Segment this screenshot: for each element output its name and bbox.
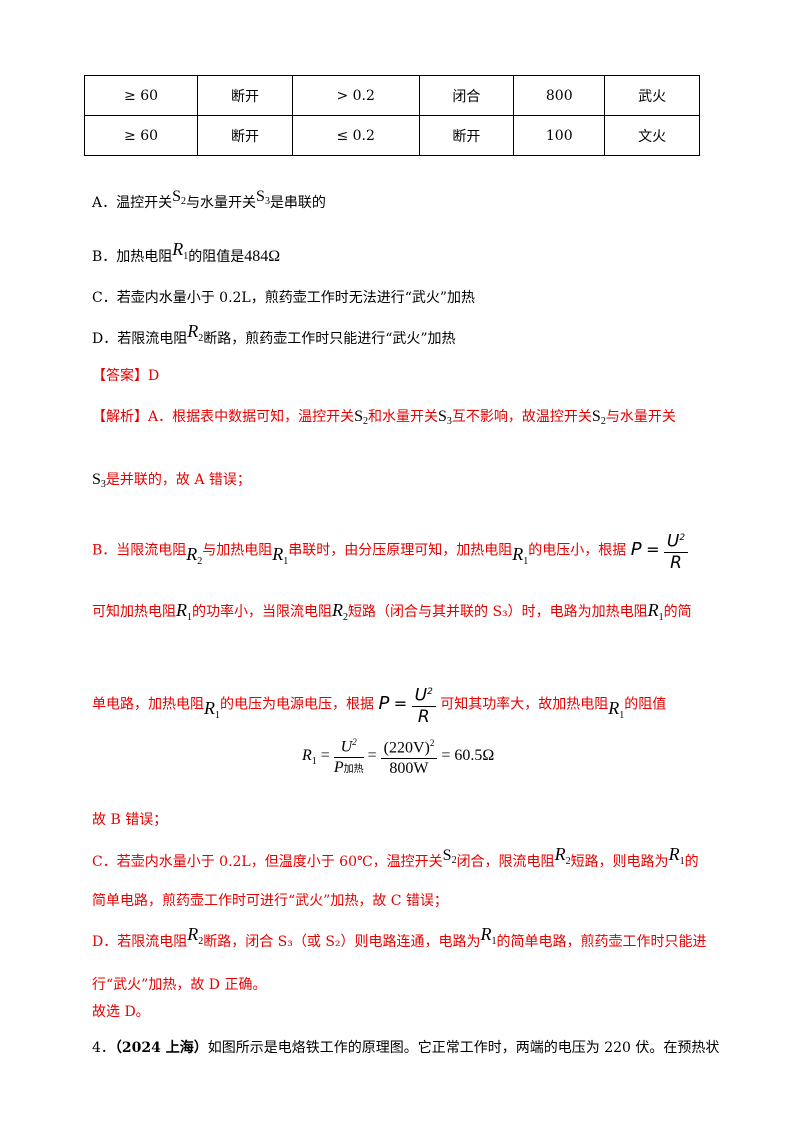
table-row: ≥ 60 断开 > 0.2 闭合 800 武火	[83, 75, 700, 116]
table-cell: ≥ 60	[83, 75, 199, 116]
next-question: 4．（2024 上海）如图所示是电烙铁工作的原理图。它正常工作时，两端的电压为 …	[92, 1040, 720, 1056]
symbol-s3: S3	[256, 188, 270, 207]
analysis-b-line4: 故 B 错误；	[92, 812, 168, 828]
option-a: A．温控开关S2与水量开关S3是串联的	[92, 188, 326, 211]
table-cell: 100	[513, 115, 606, 156]
symbol-r1: R1	[172, 239, 189, 262]
table-cell: 800	[513, 75, 606, 116]
analysis-c-line2: 简单电路，煎药壶工作时可进行“武火”加热，故 C 错误；	[92, 893, 448, 909]
table-row: ≥ 60 断开 ≤ 0.2 断开 100 文火	[83, 115, 700, 156]
table-cell: ≥ 60	[83, 115, 199, 156]
option-b: B．加热电阻R1的阻值是484Ω	[92, 239, 281, 265]
table-cell: 断开	[197, 115, 293, 156]
mode-table: ≥ 60 断开 > 0.2 闭合 800 武火 ≥ 60 断开 ≤ 0.2 断开…	[83, 75, 700, 156]
option-c: C．若壶内水量小于 0.2L，煎药壶工作时无法进行“武火”加热	[92, 290, 476, 306]
symbol-s2: S2	[172, 188, 187, 207]
analysis-d-line2: 行“武火”加热，故 D 正确。	[92, 977, 267, 993]
table-cell: 断开	[418, 115, 515, 156]
analysis-b-line2: 可知加热电阻R1的功率小，当限流电阻R2短路（闭合与其并联的 S₃）时，电路为加…	[92, 600, 692, 623]
answer-line: 【答案】D	[92, 368, 160, 384]
analysis-d-line1: D．若限流电阻R2断路，闭合 S₃（或 S₂）则电路连通，电路为R1的简单电路，…	[92, 924, 707, 950]
symbol-r2: R2	[187, 321, 204, 344]
table-cell: 文火	[604, 115, 700, 156]
table-cell: 闭合	[418, 75, 515, 116]
option-d: D．若限流电阻R2断路，煎药壶工作时只能进行“武火”加热	[92, 321, 456, 347]
table-cell: ≤ 0.2	[291, 115, 420, 156]
table-cell: 断开	[197, 75, 293, 116]
table-cell: 武火	[604, 75, 700, 116]
analysis-a-line2: S3是并联的，故 A 错误；	[92, 471, 251, 490]
analysis-b-line1: B．当限流电阻R2与加热电阻R1串联时，由分压原理可知，加热电阻R1的电压小，根…	[92, 528, 689, 573]
analysis-c-line1: C．若壶内水量小于 0.2L，但温度小于 60℃，温控开关S2闭合，限流电阻R2…	[92, 844, 699, 870]
table-cell: > 0.2	[291, 75, 420, 116]
conclusion: 故选 D。	[92, 1004, 150, 1020]
analysis-a-line1: 【解析】A．根据表中数据可知，温控开关S2和水量开关S3互不影响，故温控开关S2…	[92, 408, 676, 427]
